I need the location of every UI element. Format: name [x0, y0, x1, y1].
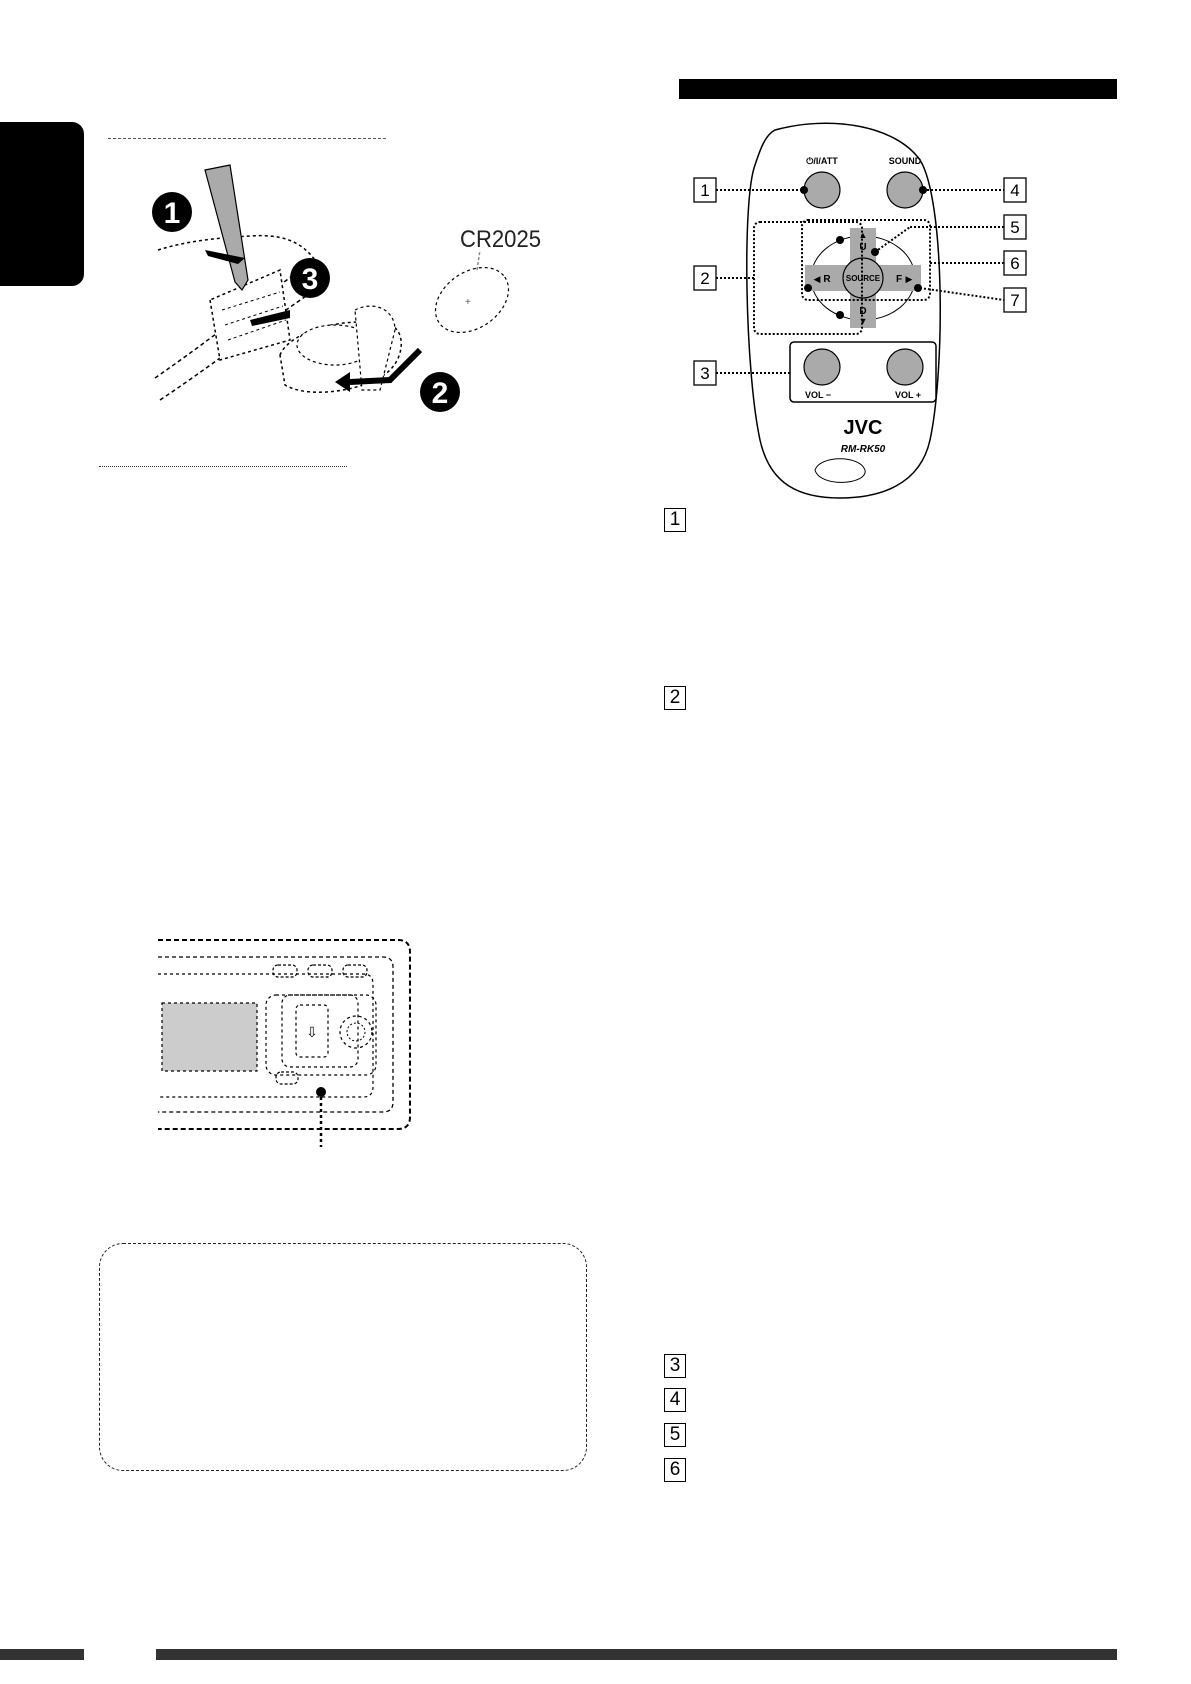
footer-bar-right [156, 1649, 1117, 1660]
svg-text:+: + [465, 297, 471, 308]
svg-text:3: 3 [700, 364, 709, 383]
arrow-icon [205, 250, 245, 264]
display-window [161, 1002, 258, 1072]
model-label: RM-RK50 [841, 444, 886, 455]
footer-bar-left [0, 1649, 84, 1660]
svg-text:4: 4 [1010, 181, 1019, 200]
vol-down-button [803, 348, 841, 386]
legend-number-1: 1 [664, 508, 686, 532]
step-badge-2: 2 [420, 372, 460, 412]
svg-text:SOUND: SOUND [889, 156, 922, 166]
legend-number-4: 4 [664, 1388, 686, 1412]
svg-text:SOURCE: SOURCE [846, 274, 881, 283]
svg-text:2: 2 [432, 377, 449, 410]
svg-text:VOL −: VOL − [805, 390, 831, 400]
svg-text:F: F [896, 274, 902, 285]
caution-notice-box [99, 1243, 587, 1471]
remote-sensor-dot [316, 1087, 326, 1097]
arrow-left-icon: ◀ [814, 274, 821, 284]
svg-text:VOL +: VOL + [895, 390, 921, 400]
pen-tool-icon [204, 164, 249, 292]
svg-text:⇩: ⇩ [306, 1024, 318, 1040]
legend-number-2: 2 [664, 686, 686, 710]
svg-text:R: R [823, 274, 831, 285]
control-panel-sensor-illustration: ⇩ [158, 939, 411, 1147]
arrow-icon [250, 310, 290, 326]
arrow-icon [335, 372, 350, 392]
battery-replacement-illustration: + 1 3 2 CR2025 [152, 164, 541, 412]
remote-body [746, 122, 941, 499]
svg-text:6: 6 [1010, 254, 1019, 273]
section-divider-top [108, 138, 386, 139]
svg-text:⏻/I/ATT: ⏻/I/ATT [806, 156, 838, 166]
usb-port-icon [295, 1004, 329, 1058]
svg-text:5: 5 [1010, 218, 1019, 237]
svg-text:1: 1 [164, 197, 181, 230]
vol-up-button [886, 348, 924, 386]
section-header-bar [679, 79, 1117, 99]
sound-button [886, 171, 924, 209]
legend-number-6: 6 [664, 1458, 686, 1482]
brand-logo: JVC [844, 417, 883, 439]
legend-number-3: 3 [664, 1354, 686, 1378]
section-divider-bottom [99, 466, 347, 467]
coin-battery-icon [434, 266, 510, 334]
arrow-down-icon: ▼ [859, 316, 868, 326]
svg-text:3: 3 [302, 263, 319, 296]
legend-number-5: 5 [664, 1423, 686, 1447]
source-button [842, 257, 884, 299]
remote-control-diagram: ⏻/I/ATT SOUND SOURCE U D R F ◀ ▶ ▲ ▼ VOL… [693, 122, 1027, 499]
power-att-button [803, 171, 841, 209]
step-badge-3: 3 [290, 258, 330, 298]
battery-type-label: CR2025 [460, 225, 541, 252]
step-badge-1: 1 [152, 192, 192, 232]
svg-text:7: 7 [1010, 291, 1019, 310]
svg-text:2: 2 [700, 269, 709, 288]
svg-text:1: 1 [700, 181, 709, 200]
arrow-right-icon: ▶ [906, 274, 913, 284]
language-side-tab [0, 122, 84, 286]
